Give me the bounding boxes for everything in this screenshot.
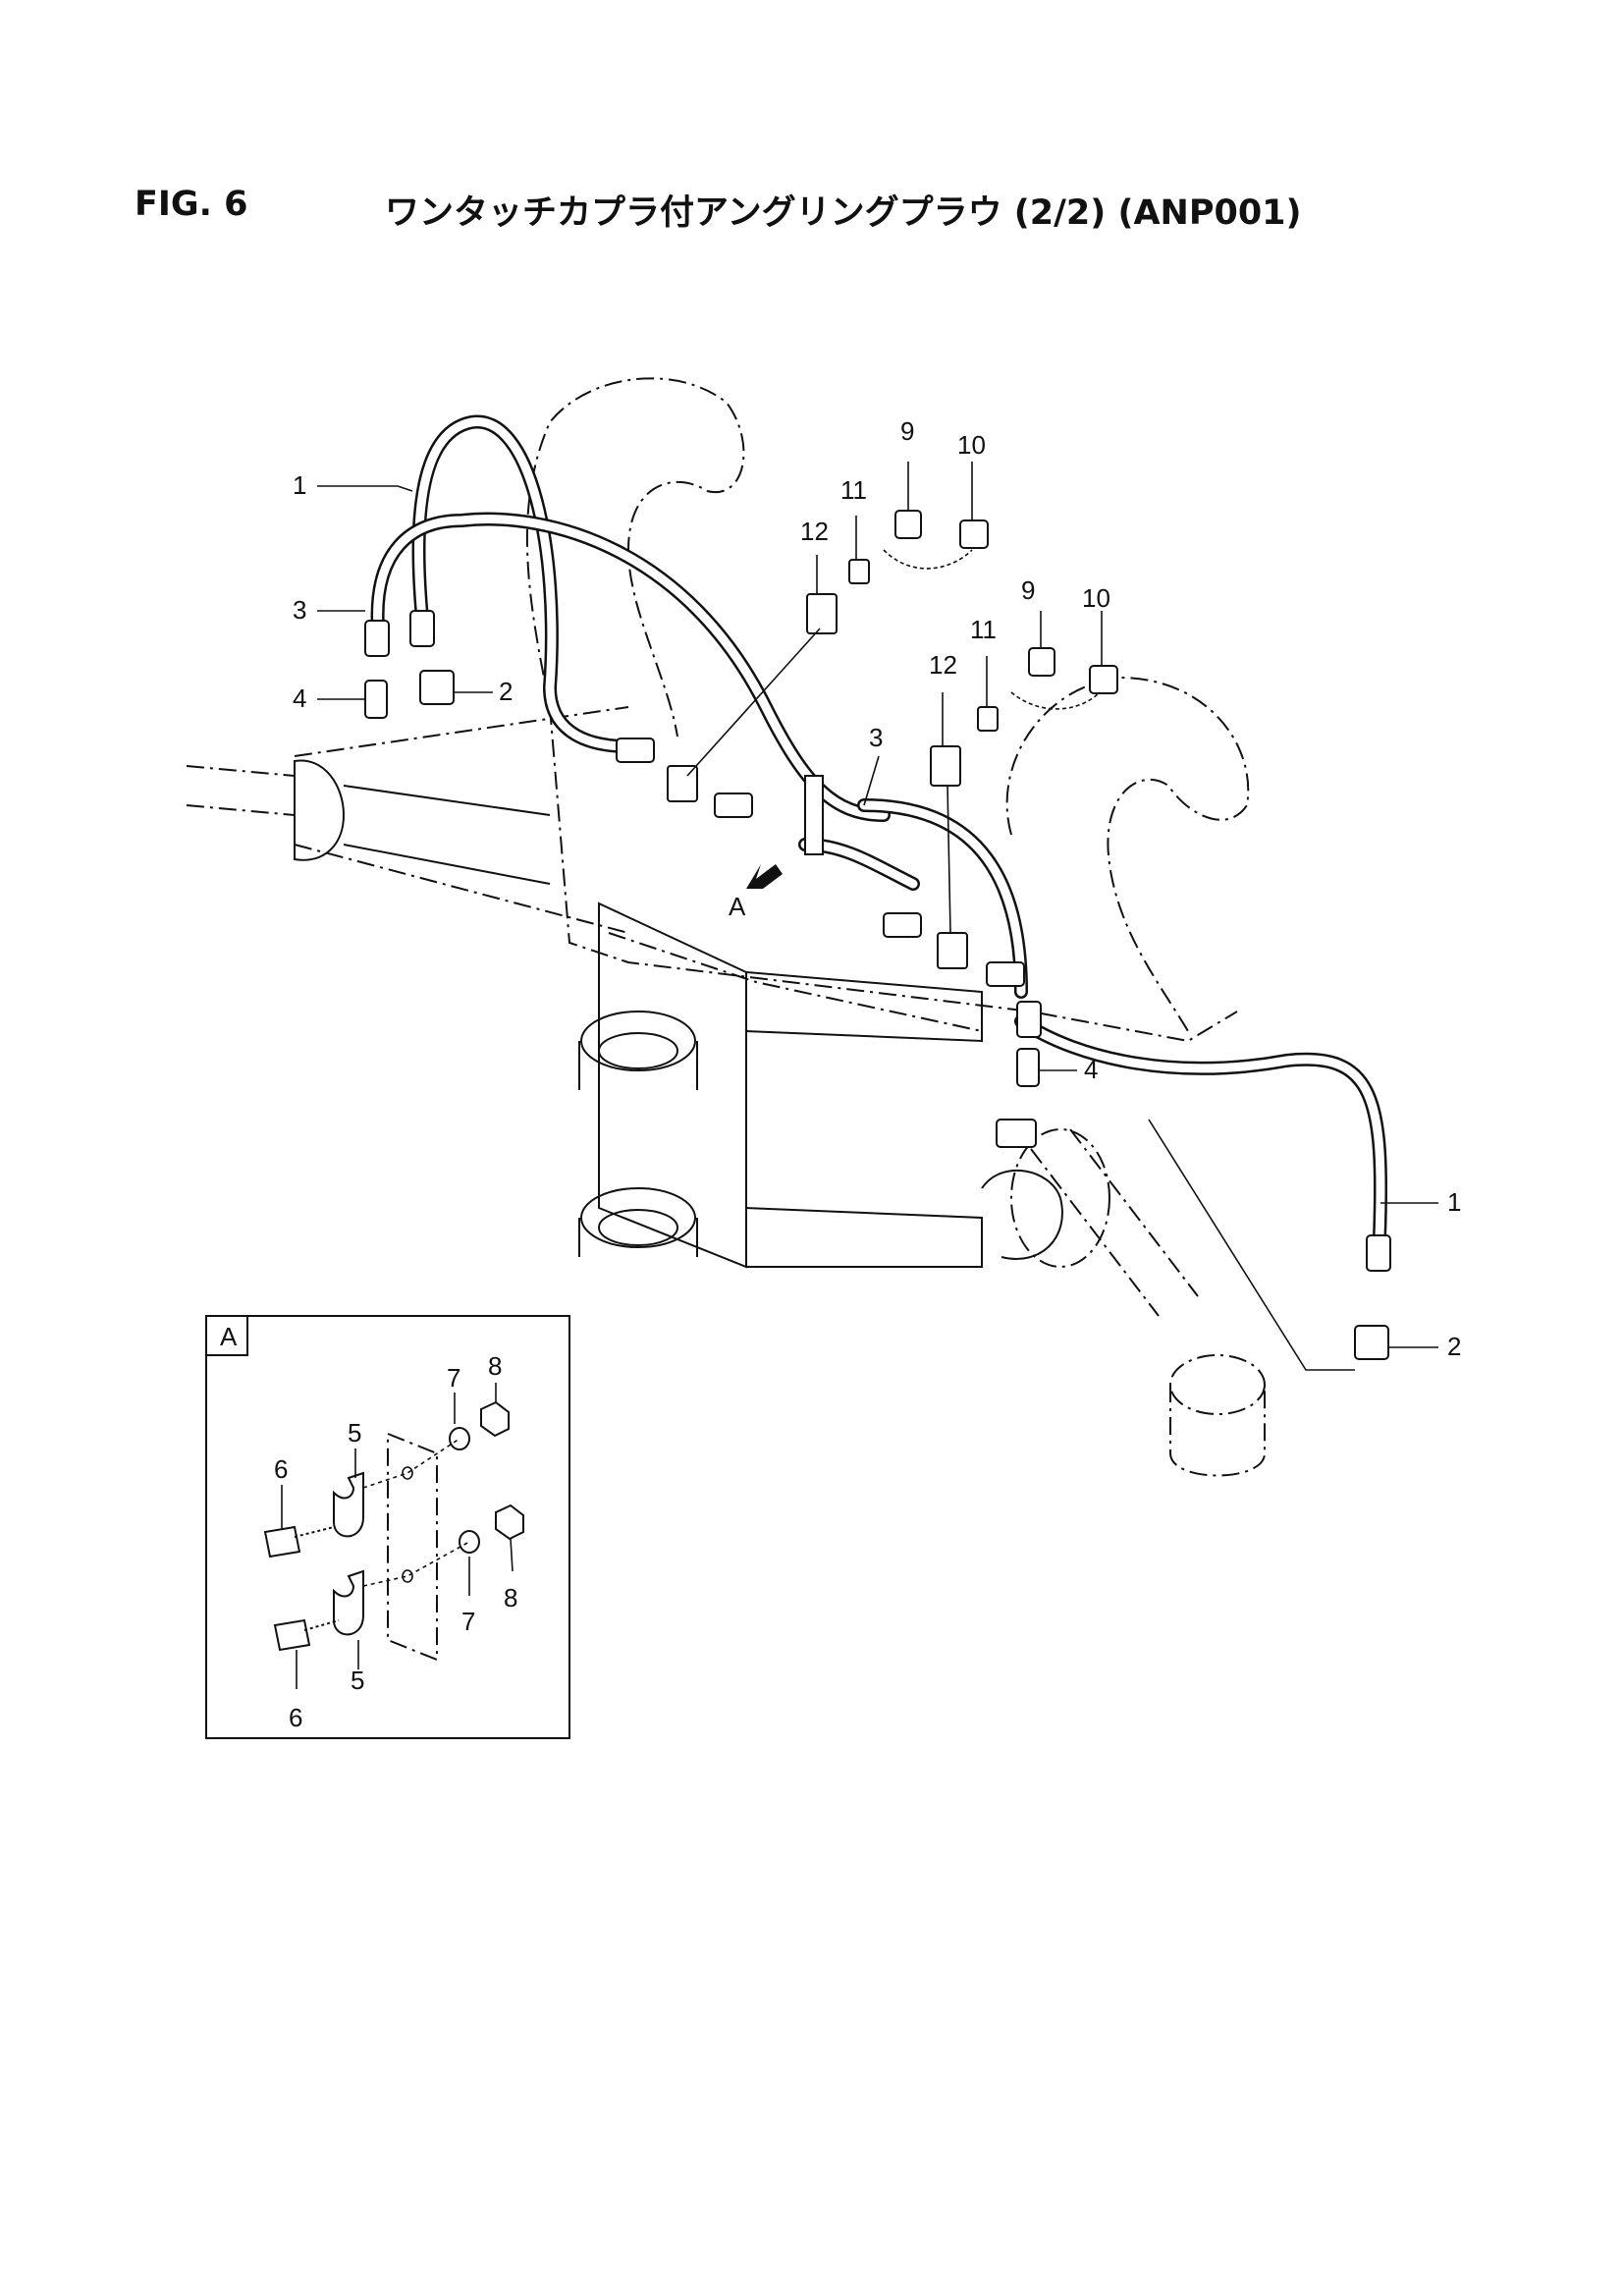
callout-1-right: 1 xyxy=(1447,1187,1461,1217)
callout-9-mid: 9 xyxy=(1021,575,1035,605)
nipple-11-top xyxy=(848,559,870,584)
detail-a-tag-box xyxy=(205,1315,248,1356)
adapter-4-left xyxy=(364,680,388,719)
hose-end-fitting-c xyxy=(883,912,922,938)
callout-4-left: 4 xyxy=(293,683,306,713)
callout-3-mid: 3 xyxy=(869,723,883,752)
dust-cap-10-top xyxy=(959,519,989,549)
clamp-5-lower xyxy=(333,1569,364,1636)
detail-callout-6-upper: 6 xyxy=(274,1454,288,1484)
detail-a-label: A xyxy=(220,1322,238,1351)
callout-12-mid: 12 xyxy=(929,650,957,680)
hose-end-fitting-1 xyxy=(409,610,435,647)
dust-cap-10-mid xyxy=(1089,665,1118,694)
cap-chain-mid xyxy=(1010,691,1101,710)
detail-a-frame xyxy=(205,1315,570,1739)
bolt-6-upper-head xyxy=(263,1525,301,1558)
bolt-6-lower-head xyxy=(273,1618,311,1652)
view-a-arrow xyxy=(746,864,783,889)
elbow-right-lower xyxy=(996,1119,1037,1148)
elbow-2-right xyxy=(1354,1325,1389,1360)
clamp-plate xyxy=(804,775,824,855)
detail-callout-7-upper: 7 xyxy=(447,1363,460,1393)
solid-frame-structure xyxy=(294,759,1063,1269)
detail-callout-7-lower: 7 xyxy=(461,1607,475,1636)
callout-2-left: 2 xyxy=(499,677,513,706)
coupler-body-12-mid xyxy=(930,745,961,787)
leader-lines xyxy=(317,462,1438,1371)
callout-10-mid: 10 xyxy=(1082,583,1110,613)
hose-end-fitting-d xyxy=(986,961,1025,987)
figure-title: ワンタッチカプラ付アングリングプラウ (2/2) (ANP001) xyxy=(385,193,1302,233)
adapter-4-right xyxy=(1016,1048,1040,1087)
washer-7-upper xyxy=(449,1427,470,1450)
callout-12-top: 12 xyxy=(800,517,829,546)
callout-3-left: 3 xyxy=(293,595,306,625)
detail-a-inset: A xyxy=(205,1315,570,1739)
nut-8-upper xyxy=(480,1400,510,1438)
hose-end-fitting-3 xyxy=(364,620,390,657)
callout-9-top: 9 xyxy=(900,416,914,446)
coupler-body-12-top xyxy=(806,593,838,634)
callout-labels: 1 3 4 2 9 10 11 12 9 10 11 12 3 A 4 1 2 xyxy=(293,416,1461,1361)
fittings xyxy=(364,510,1391,1360)
hose-end-fitting-right xyxy=(1016,1001,1042,1038)
callout-11-top: 11 xyxy=(840,475,867,505)
nipple-11-mid xyxy=(977,706,999,732)
cap-chain-top xyxy=(883,549,973,570)
elbow-2-left xyxy=(419,670,455,705)
hose-end-fitting-a xyxy=(616,738,655,763)
detail-callout-5-lower: 5 xyxy=(351,1666,364,1695)
detail-callout-8-upper: 8 xyxy=(488,1351,502,1381)
hose-end-fitting-1-right xyxy=(1366,1234,1391,1272)
detail-callout-5-upper: 5 xyxy=(348,1418,361,1448)
phantom-frame-outline xyxy=(186,377,1266,1477)
callout-11-mid: 11 xyxy=(970,615,997,644)
coupler-socket-9-top xyxy=(894,510,922,539)
hose-end-fitting-b xyxy=(714,793,753,818)
callout-10-top: 10 xyxy=(957,430,986,460)
coupler-bracket-b xyxy=(937,932,968,969)
figure-number: FIG. 6 xyxy=(135,185,248,224)
callout-1-top: 1 xyxy=(293,470,306,500)
callout-4-right: 4 xyxy=(1084,1055,1098,1084)
bracket-plate xyxy=(387,1432,438,1662)
detail-callout-8-lower: 8 xyxy=(504,1583,517,1613)
coupler-socket-9-mid xyxy=(1028,647,1055,677)
clamp-5-upper xyxy=(333,1471,364,1538)
detail-callout-6-lower: 6 xyxy=(289,1703,302,1732)
coupler-bracket-a xyxy=(667,765,698,802)
callout-2-right: 2 xyxy=(1447,1332,1461,1361)
callout-A-arrow: A xyxy=(729,892,746,921)
washer-7-lower xyxy=(459,1530,480,1554)
hose-assemblies xyxy=(370,414,1388,1244)
nut-8-lower xyxy=(495,1503,524,1541)
